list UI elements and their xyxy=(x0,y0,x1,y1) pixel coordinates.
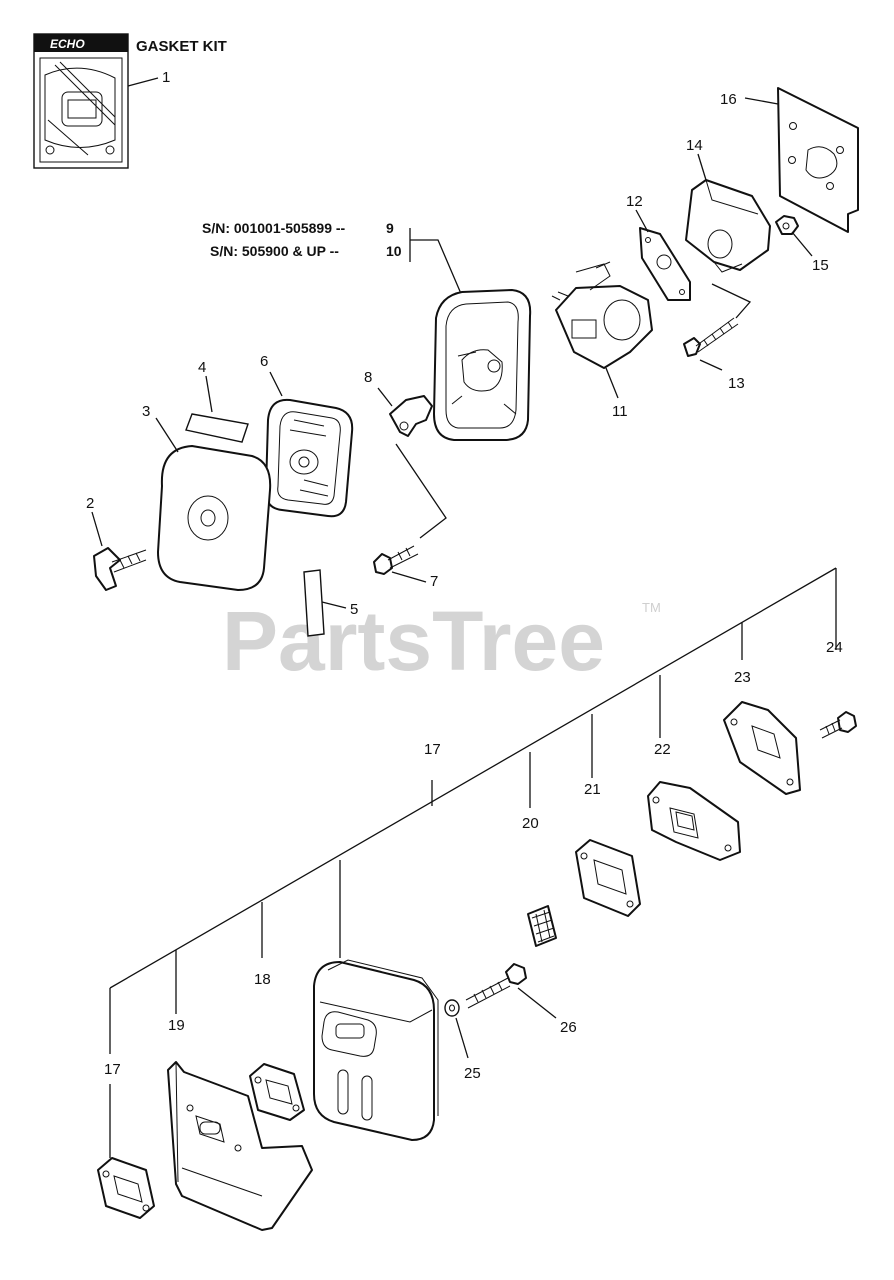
callout-2[interactable]: 2 xyxy=(86,495,94,512)
gasket-kit-package[interactable]: ECHO xyxy=(33,33,129,169)
callout-17-top[interactable]: 17 xyxy=(424,741,441,758)
echo-logo: ECHO xyxy=(50,37,85,51)
callout-19[interactable]: 19 xyxy=(168,1017,185,1034)
part-15-nut[interactable] xyxy=(775,215,799,235)
part-17-muffler-gasket[interactable] xyxy=(97,1157,155,1219)
part-12-carburetor-gasket[interactable] xyxy=(639,227,691,301)
callout-11[interactable]: 11 xyxy=(612,403,628,420)
part-17-muffler[interactable] xyxy=(313,959,439,1141)
callout-12[interactable]: 12 xyxy=(626,193,643,210)
callout-3[interactable]: 3 xyxy=(142,403,150,420)
serial-ref-10[interactable]: 10 xyxy=(386,243,402,259)
callout-16[interactable]: 16 xyxy=(720,91,737,108)
part-9-air-cleaner-case[interactable] xyxy=(433,289,532,441)
part-26-bolt[interactable] xyxy=(465,963,527,1009)
watermark: PartsTree TM xyxy=(222,594,661,688)
callout-4[interactable]: 4 xyxy=(198,359,206,376)
serial-line-2: S/N: 505900 & UP -- xyxy=(210,243,339,259)
part-13-screw[interactable] xyxy=(683,317,739,357)
page-title: GASKET KIT xyxy=(136,38,227,55)
watermark-text: PartsTree xyxy=(222,594,605,688)
part-19-heat-shield[interactable] xyxy=(167,1061,313,1231)
part-3-air-cleaner-cover[interactable] xyxy=(157,445,272,591)
serial-ref-9[interactable]: 9 xyxy=(386,220,394,236)
part-6-air-filter[interactable] xyxy=(264,398,354,518)
part-21-muffler-gasket[interactable] xyxy=(575,839,641,917)
callout-26[interactable]: 26 xyxy=(560,1019,577,1036)
part-16-insulator-plate[interactable] xyxy=(777,87,859,233)
part-18-muffler-gasket[interactable] xyxy=(249,1063,305,1121)
callout-7[interactable]: 7 xyxy=(430,573,438,590)
callout-13[interactable]: 13 xyxy=(728,375,745,392)
callout-22[interactable]: 22 xyxy=(654,741,671,758)
callout-18[interactable]: 18 xyxy=(254,971,271,988)
serial-line-1: S/N: 001001-505899 -- xyxy=(202,220,346,236)
callout-14[interactable]: 14 xyxy=(686,137,703,154)
callout-24[interactable]: 24 xyxy=(826,639,843,656)
part-4-label[interactable] xyxy=(185,413,249,443)
part-8-choke-lever[interactable] xyxy=(389,395,433,437)
part-2-wing-bolt[interactable] xyxy=(93,547,147,591)
part-23-exhaust-gasket[interactable] xyxy=(723,701,801,795)
callout-8[interactable]: 8 xyxy=(364,369,372,386)
part-22-exhaust-plate[interactable] xyxy=(647,781,741,861)
callout-20[interactable]: 20 xyxy=(522,815,539,832)
part-14-carburetor-holder[interactable] xyxy=(685,179,771,273)
part-11-carburetor[interactable] xyxy=(551,261,653,369)
part-25-washer[interactable] xyxy=(444,999,460,1017)
watermark-trademark: TM xyxy=(642,600,661,615)
callout-5[interactable]: 5 xyxy=(350,601,358,618)
part-7-screw[interactable] xyxy=(373,545,419,575)
callout-1[interactable]: 1 xyxy=(162,69,170,86)
callout-6[interactable]: 6 xyxy=(260,353,268,370)
muffler-kit-bracket xyxy=(109,567,837,1158)
callout-23[interactable]: 23 xyxy=(734,669,751,686)
callout-17-bottom[interactable]: 17 xyxy=(104,1061,121,1078)
callout-15[interactable]: 15 xyxy=(812,257,829,274)
part-20-spark-arrester-screen[interactable] xyxy=(527,905,557,947)
callout-25[interactable]: 25 xyxy=(464,1065,481,1082)
part-5-label[interactable] xyxy=(303,569,325,637)
part-24-bolt[interactable] xyxy=(819,711,857,739)
callout-21[interactable]: 21 xyxy=(584,781,601,798)
